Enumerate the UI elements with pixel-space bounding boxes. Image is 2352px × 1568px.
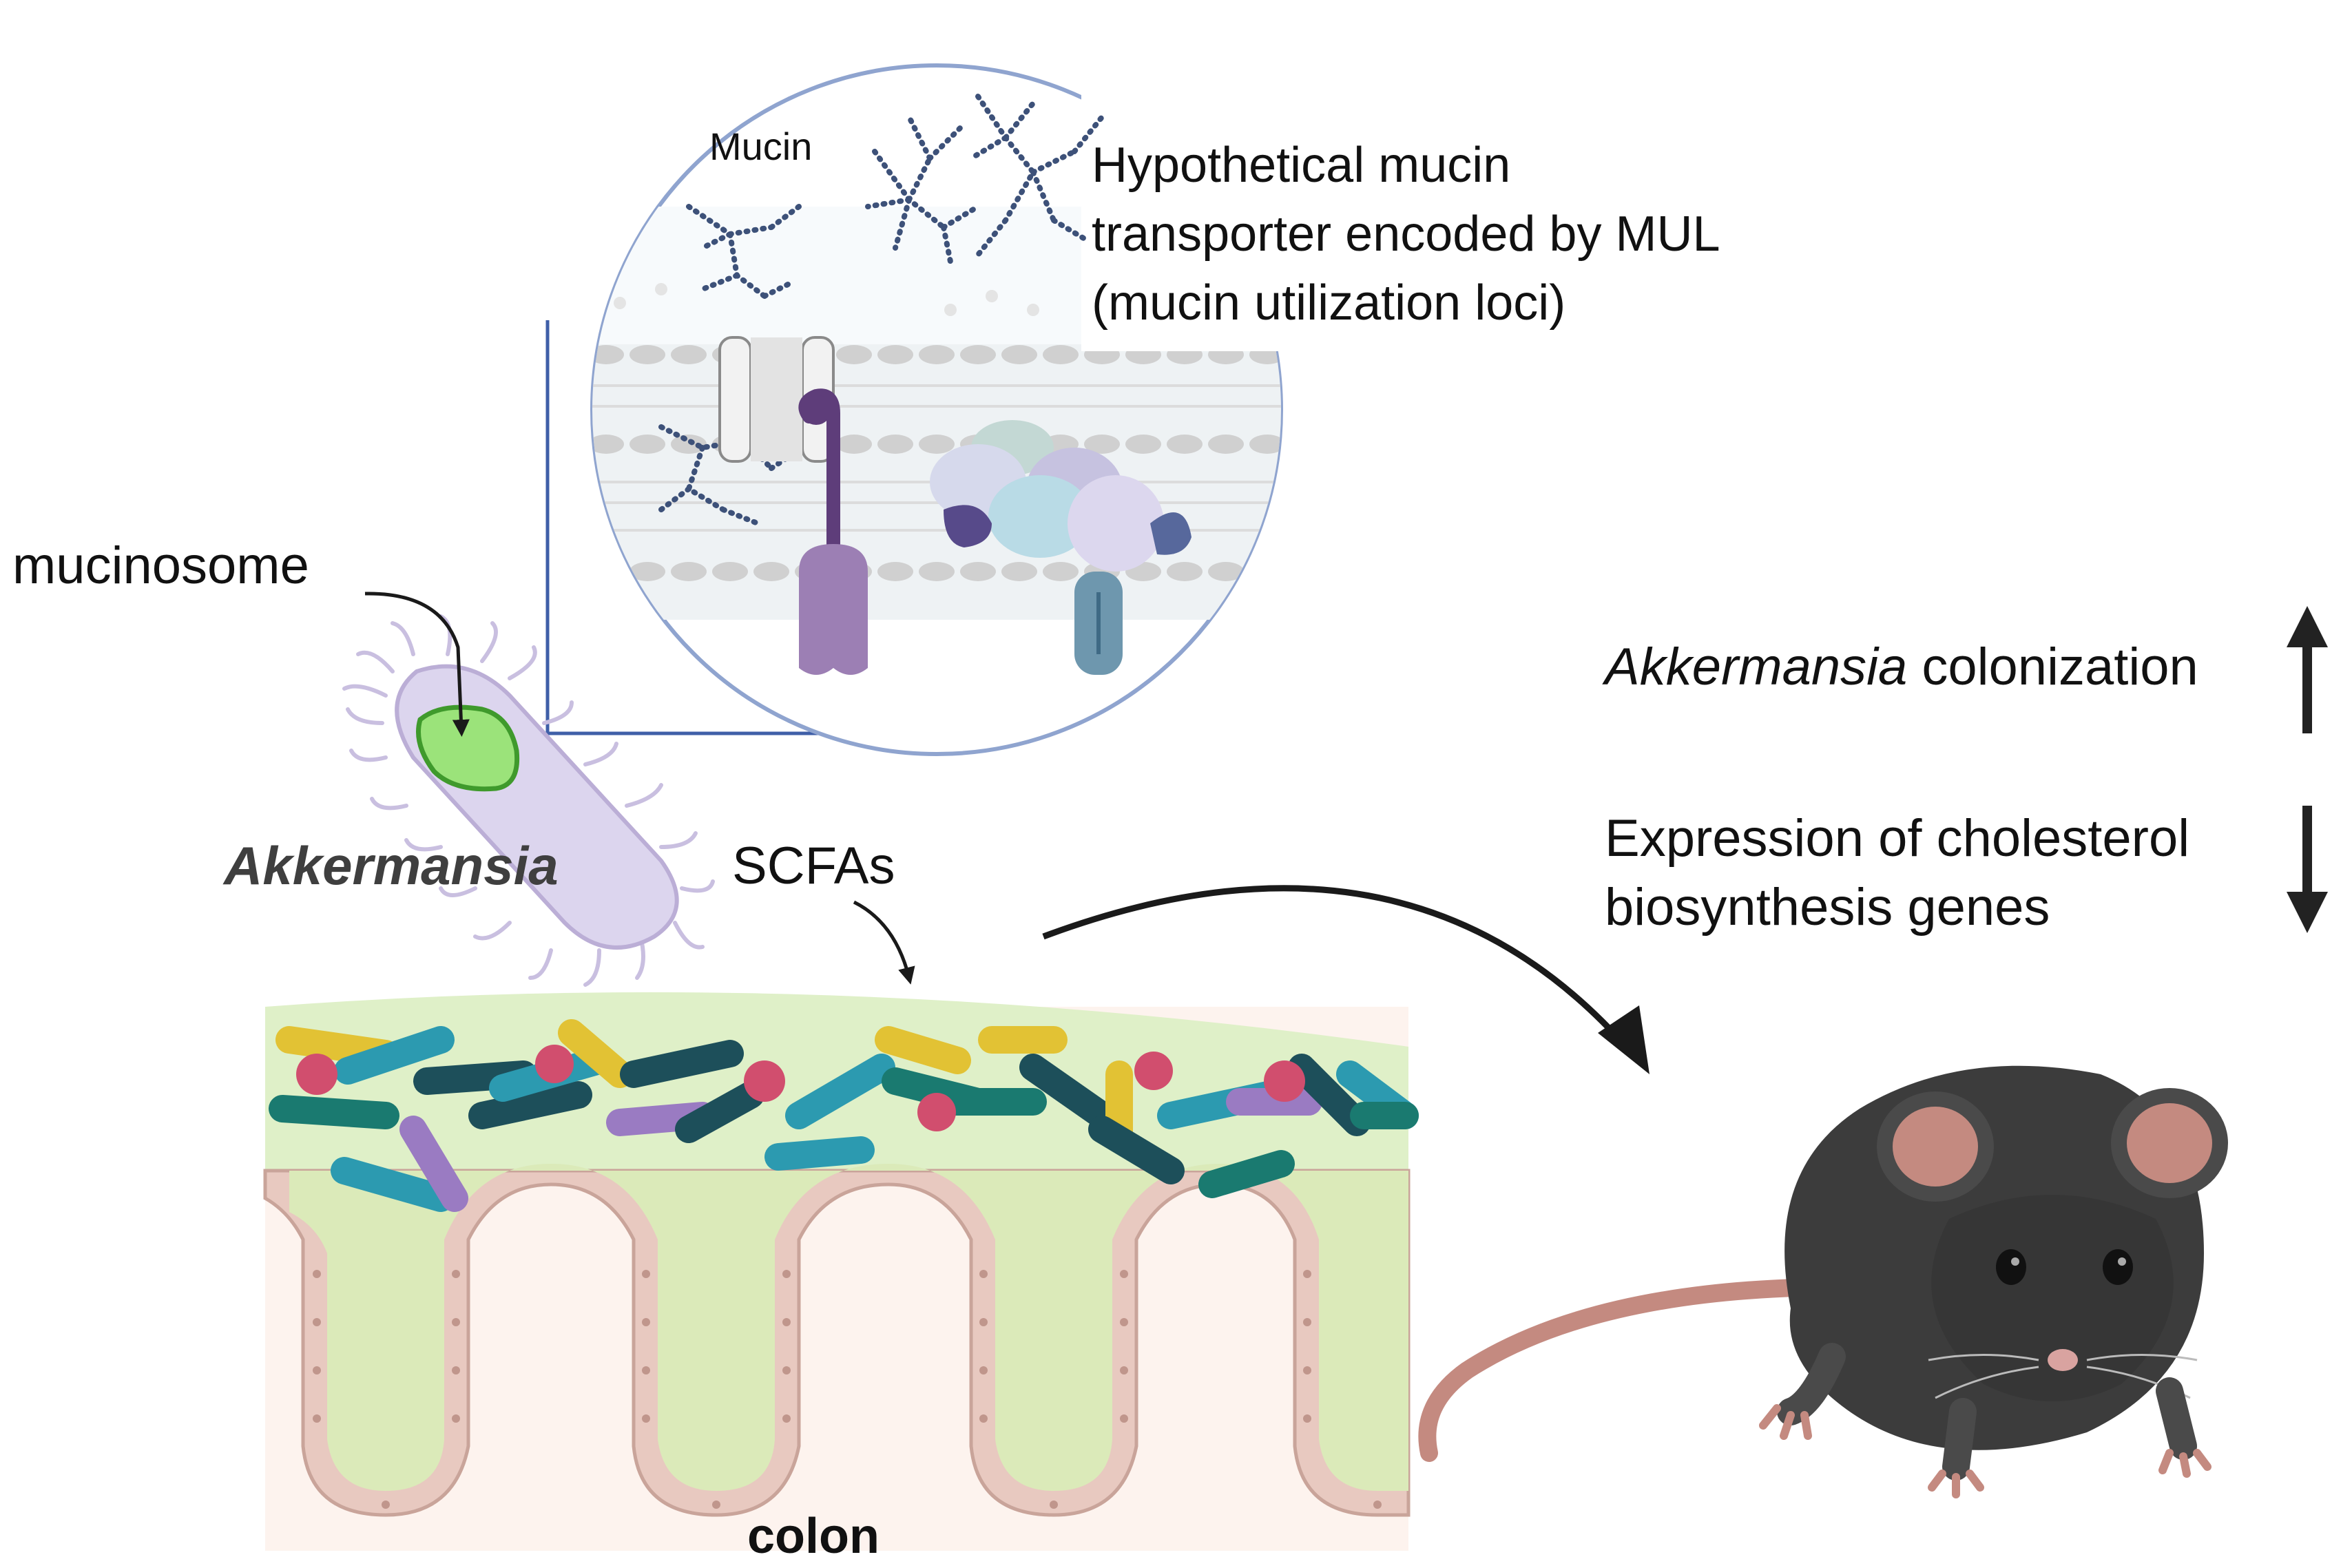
- colonization-text: colonization: [1907, 638, 2198, 696]
- membrane-zoom-circle: [590, 63, 1371, 756]
- effect-arrow: [1042, 885, 1649, 1074]
- microbiota-cocci-icon: [296, 1045, 1305, 1131]
- scfa-arrow: [853, 900, 915, 985]
- transporter-line-2: transporter encoded by MUL: [1092, 207, 1720, 262]
- colon-label: colon: [747, 1509, 880, 1564]
- expression-line-1: Expression of cholesterol: [1605, 809, 2190, 868]
- mucinosome-icon: [416, 704, 520, 792]
- transporter-line-1: Hypothetical mucin: [1092, 138, 1511, 193]
- mucinosome-label: mucinosome: [12, 536, 309, 595]
- gut-microbiota-icon: [269, 1019, 1419, 1212]
- transporter-annotation: Hypothetical mucin transporter encoded b…: [1092, 131, 1780, 337]
- akkermansia-label: Akkermansia: [224, 835, 559, 896]
- akkermansia-bacterium-icon: [342, 614, 715, 987]
- mouse-icon: [1418, 1065, 2228, 1498]
- cell-membrane: [592, 283, 1281, 620]
- mucin-label: Mucin: [709, 125, 813, 168]
- mucinosome-arrow: [364, 592, 470, 737]
- colonization-genus: Akkermansia: [1605, 638, 1908, 696]
- expression-line-2: biosynthesis genes: [1605, 878, 2050, 937]
- colonization-label: Akkermansia colonization: [1605, 637, 2198, 697]
- scfas-label: SCFAs: [732, 837, 895, 895]
- expression-down-arrow-icon: [2287, 806, 2328, 933]
- transporter-line-3: (mucin utilization loci): [1092, 275, 1566, 331]
- purple-receptor-icon: [798, 388, 868, 675]
- protein-complex-icon: [930, 420, 1191, 675]
- expression-label: Expression of cholesterol biosynthesis g…: [1605, 804, 2189, 942]
- colonization-up-arrow-icon: [2287, 606, 2328, 733]
